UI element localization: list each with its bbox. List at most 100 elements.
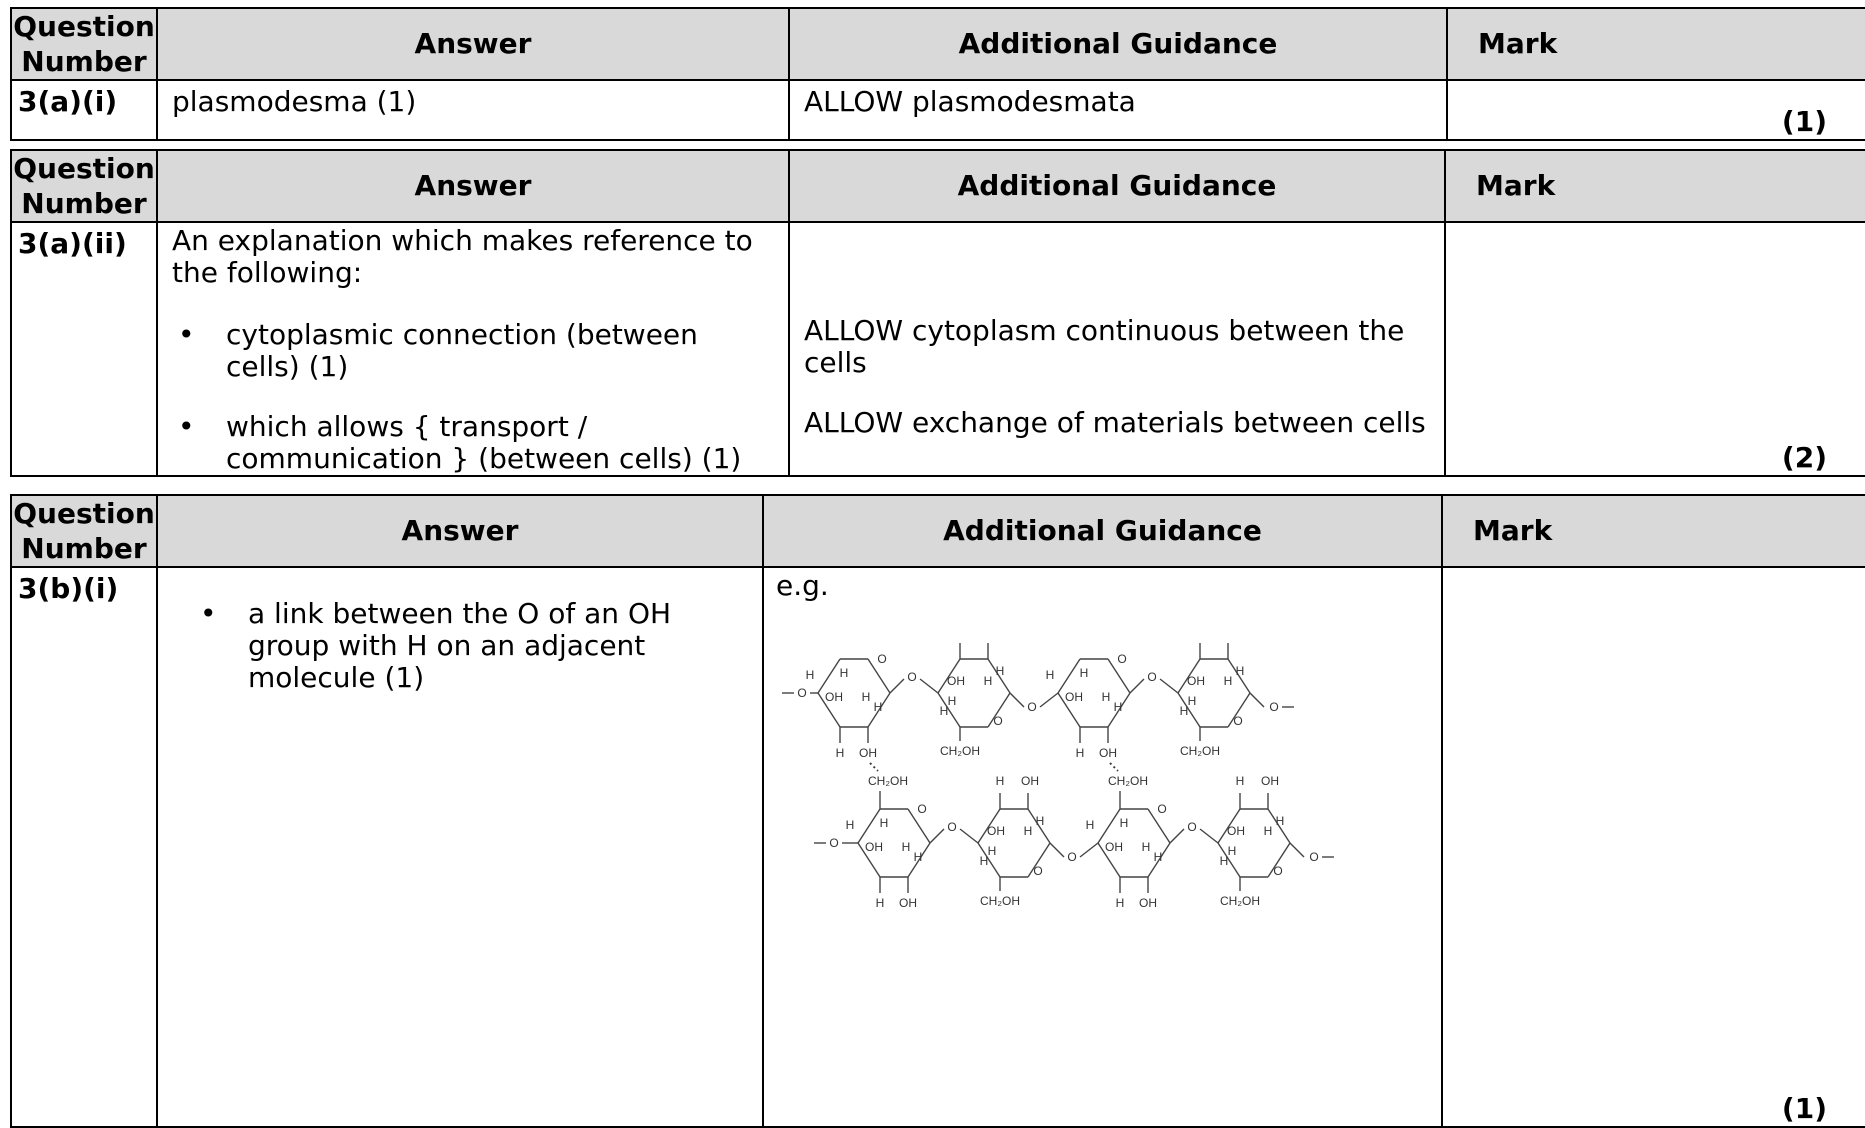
answer-cell: plasmodesma (1) [156,79,790,141]
question-number: 3(a)(i) [10,79,158,141]
header-mark: Mark [1444,149,1865,223]
atom-label: H [1142,840,1151,854]
ring-bond [1057,658,1081,694]
atom-label: OH [1021,774,1039,788]
atom-label: H [1114,700,1123,714]
side-group-label: CH₂OH [1180,744,1220,758]
ring-bond [857,842,881,878]
atom-label: O [797,686,806,700]
guidance-line: ALLOW cytoplasm continuous between the c… [804,314,1405,379]
mark-cell: (1) [1446,79,1865,141]
bond-line [1169,828,1185,844]
atom-label: O [1067,850,1076,864]
atom-label: H [980,854,989,868]
guidance-prefix: e.g. [776,569,829,602]
ring-bond [1147,808,1171,844]
atom-label: H [1180,704,1189,718]
ring-oxygen-label: O [1157,802,1166,816]
bullet-text: cytoplasmic connection (between cells) (… [226,318,698,383]
ring-bond [1177,692,1201,728]
bond-line [1199,828,1219,844]
ring-bond [817,692,841,728]
ring-bond [1027,808,1051,844]
bullet-mark: • [200,597,217,630]
bond-line [929,828,945,844]
ring-oxygen-label: O [1117,652,1126,666]
ring-bond [977,808,1001,844]
atom-label: O [947,820,956,834]
atom-label: H [836,746,845,760]
ring-bond [857,808,881,844]
atom-label: OH [947,674,965,688]
ring-oxygen-label: O [993,714,1002,728]
ring-bond [1217,808,1241,844]
ring-bond [1097,842,1121,878]
ring-bond [1267,842,1291,878]
atom-label: OH [1187,674,1205,688]
ring-oxygen-label: O [1233,714,1242,728]
ring-bond [1107,658,1131,694]
hydrogen-bond [1109,762,1119,772]
bond-line [1249,692,1265,708]
header-mark: Mark [1446,7,1865,81]
ring-bond [907,808,931,844]
question-number: 3(b)(i) [10,566,158,1128]
ring-oxygen-label: O [1033,864,1042,878]
atom-label: H [840,666,849,680]
ring-bond [907,842,931,878]
atom-label: H [1224,674,1233,688]
guidance-text: ALLOW plasmodesmata [804,85,1136,118]
ring-bond [1177,658,1201,694]
atom-label: O [1187,820,1196,834]
atom-label: H [1046,668,1055,682]
header-mark: Mark [1441,494,1865,568]
atom-label: OH [1139,896,1157,910]
atom-label: O [1309,850,1318,864]
guidance-cell: ALLOW cytoplasm continuous between the c… [788,221,1446,477]
atom-label: H [876,896,885,910]
ring-oxygen-label: O [1273,864,1282,878]
atom-label: H [996,664,1005,678]
mark-scheme-table-3bi: Question Number Answer Additional Guidan… [10,494,1865,1128]
atom-label: OH [1099,746,1117,760]
ring-bond [1097,808,1121,844]
atom-label: H [984,674,993,688]
ring-bond [1147,842,1171,878]
atom-label: OH [899,896,917,910]
ring-bond [1057,692,1081,728]
ring-bond [867,692,891,728]
bond-line [1159,678,1179,694]
bond-line [919,678,939,694]
atom-label: O [1027,700,1036,714]
atom-label: H [1076,746,1085,760]
side-group-label: CH₂OH [868,774,908,788]
answer-cell: • a link between the O of an OH group wi… [156,566,764,1128]
atom-label: H [1228,844,1237,858]
atom-label: H [806,668,815,682]
atom-label: H [948,694,957,708]
header-answer: Answer [156,494,764,568]
ring-bond [937,658,961,694]
atom-label: O [907,670,916,684]
ring-bond [1227,692,1251,728]
atom-label: H [996,774,1005,788]
atom-label: H [846,818,855,832]
header-additional-guidance: Additional Guidance [788,7,1448,81]
ring-bond [1027,842,1051,878]
atom-label: OH [1105,840,1123,854]
ring-bond [1267,808,1291,844]
header-answer: Answer [156,149,790,223]
bond-line [1009,692,1025,708]
ring-oxygen-label: O [877,652,886,666]
header-answer: Answer [156,7,790,81]
side-group-label: CH₂OH [1108,774,1148,788]
side-group-label: CH₂OH [980,894,1020,908]
atom-label: OH [1261,774,1279,788]
bond-line [1079,842,1099,858]
atom-label: H [862,690,871,704]
bullet-text: a link between the O of an OH group with… [248,597,672,694]
side-group-label: CH₂OH [1220,894,1260,908]
atom-label: H [914,850,923,864]
